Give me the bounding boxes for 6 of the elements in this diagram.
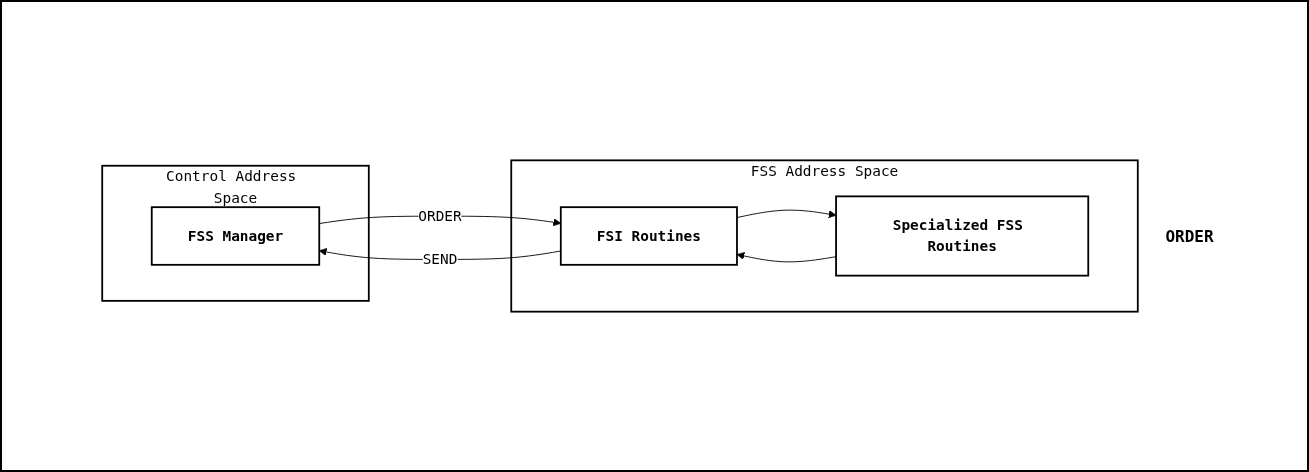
node-box: FSS Manager (151, 206, 321, 266)
note-text: ORDER (1165, 226, 1214, 246)
edge-label: ORDER (418, 207, 463, 225)
node-box: Specialized FSS Routines (835, 195, 1090, 277)
node-box: FSI Routines (560, 206, 739, 266)
edge-label: SEND (423, 250, 458, 268)
